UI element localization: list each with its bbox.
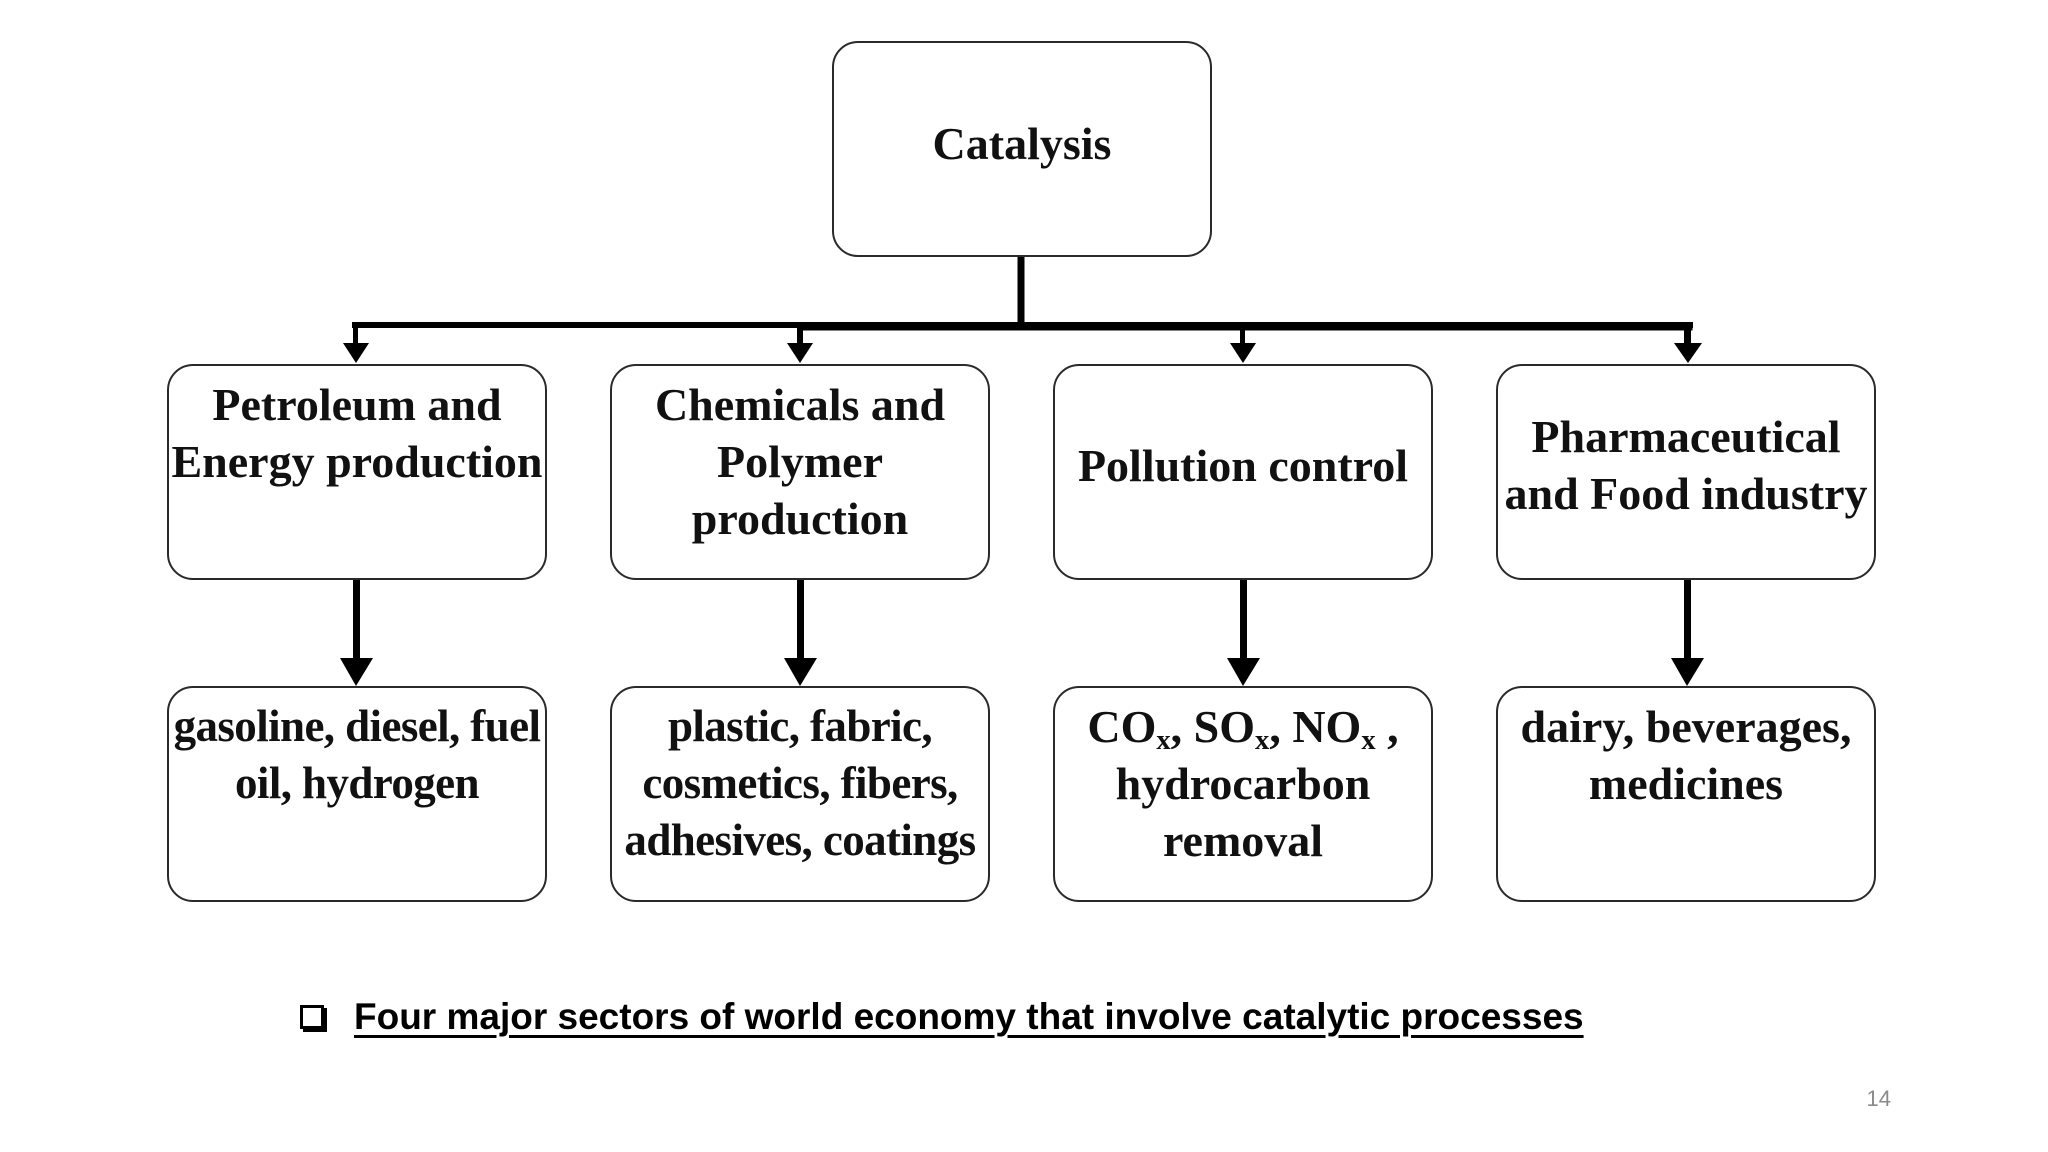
example-3-line-3: removal: [1162, 815, 1324, 866]
example-4-line-2: medicines: [1588, 758, 1784, 809]
sector-pharmaceutical-food: Pharmaceutical and Food industry: [1496, 364, 1876, 580]
so-subscript: x: [1255, 725, 1270, 757]
arrow-to-example-1: [340, 658, 373, 686]
example-2-line-2: cosmetics, fibers,: [642, 758, 958, 808]
so-text: , SO: [1170, 701, 1256, 752]
co-text: CO: [1087, 701, 1157, 752]
example-1-line-1: gasoline, diesel, fuel: [173, 701, 541, 751]
example-2-line-1: plastic, fabric,: [667, 701, 933, 751]
example-pollutant-removal: COx, SOx, NOx , hydrocarbon removal: [1053, 686, 1433, 902]
arrow-to-example-4: [1671, 658, 1704, 686]
arrow-to-example-2: [784, 658, 817, 686]
example-3-line-2: hydrocarbon: [1115, 758, 1371, 809]
arrow-to-sector-1: [343, 343, 369, 363]
example-chemical-products: plastic, fabric, cosmetics, fibers, adhe…: [610, 686, 990, 902]
example-food-pharma-products: dairy, beverages, medicines: [1496, 686, 1876, 902]
sector-petroleum-energy: Petroleum and Energy production: [167, 364, 547, 580]
sector-1-line-2: Energy production: [171, 436, 543, 487]
example-2-line-3: adhesives, coatings: [624, 815, 976, 865]
root-label: Catalysis: [932, 117, 1112, 169]
sector-pollution-control: Pollution control: [1053, 364, 1433, 580]
slide-caption: Four major sectors of world economy that…: [300, 996, 1584, 1038]
sector-chemicals-polymer: Chemicals and Polymer production: [610, 364, 990, 580]
page-number: 14: [1866, 1086, 1891, 1111]
sector-4-line-1: Pharmaceutical: [1531, 411, 1841, 462]
arrow-to-sector-3: [1230, 343, 1256, 363]
example-petroleum-products: gasoline, diesel, fuel oil, hydrogen: [167, 686, 547, 902]
sector-3-line-1: Pollution control: [1077, 439, 1409, 491]
example-4-line-1: dairy, beverages,: [1520, 701, 1852, 752]
sector-4-line-2: and Food industry: [1504, 468, 1868, 519]
sector-2-line-3: production: [691, 493, 909, 544]
trailing-comma: ,: [1375, 701, 1399, 752]
no-text: , NO: [1269, 701, 1362, 752]
sector-2-line-2: Polymer: [716, 436, 884, 487]
example-3-line-1: COx, SOx, NOx ,: [1087, 698, 1398, 755]
sector-2-line-1: Chemicals and: [654, 379, 946, 430]
example-1-line-2: oil, hydrogen: [235, 758, 480, 808]
co-subscript: x: [1156, 725, 1171, 757]
arrow-to-sector-4: [1674, 343, 1702, 363]
no-subscript: x: [1361, 725, 1376, 757]
catalysis-root-node: Catalysis: [832, 41, 1212, 257]
checkbox-bullet-icon: [300, 1005, 327, 1032]
caption-text: Four major sectors of world economy that…: [354, 996, 1584, 1037]
arrow-to-sector-2: [787, 343, 813, 363]
sector-1-line-1: Petroleum and: [212, 379, 502, 430]
arrow-to-example-3: [1227, 658, 1260, 686]
